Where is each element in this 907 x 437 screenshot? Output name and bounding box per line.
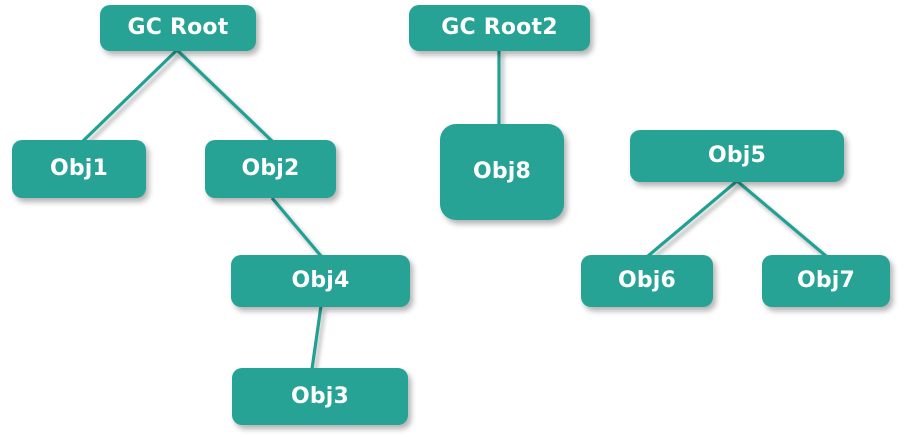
node-label-obj2: Obj2 [241, 156, 300, 181]
node-label-obj7: Obj7 [796, 268, 856, 293]
edge-obj4-to-obj3 [310, 305, 323, 370]
node-label-obj3: Obj3 [290, 383, 350, 409]
node-obj2[interactable]: Obj2 [205, 140, 336, 198]
edge-obj5-to-obj6 [646, 179, 739, 258]
node-obj8[interactable]: Obj8 [440, 124, 564, 220]
node-label-gcroot1: GC Root [127, 15, 229, 40]
edge-obj2-to-obj4 [270, 196, 323, 258]
node-obj6[interactable]: Obj6 [581, 255, 713, 307]
node-label-obj8: Obj8 [472, 159, 532, 184]
edge-gcroot1-to-obj1 [81, 48, 179, 143]
node-obj4[interactable]: Obj4 [231, 255, 410, 307]
node-gcroot2[interactable]: GC Root2 [409, 5, 590, 51]
node-label-obj6: Obj6 [617, 268, 677, 293]
node-label-gcroot2: GC Root2 [441, 15, 558, 40]
edge-gcroot1-to-obj2 [175, 48, 274, 143]
node-label-obj4: Obj4 [291, 268, 350, 293]
edge-obj5-to-obj7 [735, 179, 828, 258]
node-gcroot1[interactable]: GC Root [100, 5, 256, 51]
node-label-obj5: Obj5 [707, 143, 767, 168]
node-obj3[interactable]: Obj3 [232, 368, 408, 425]
node-obj7[interactable]: Obj7 [762, 255, 890, 307]
node-obj5[interactable]: Obj5 [630, 130, 844, 182]
node-label-obj1: Obj1 [49, 156, 109, 181]
node-obj1[interactable]: Obj1 [12, 140, 146, 198]
